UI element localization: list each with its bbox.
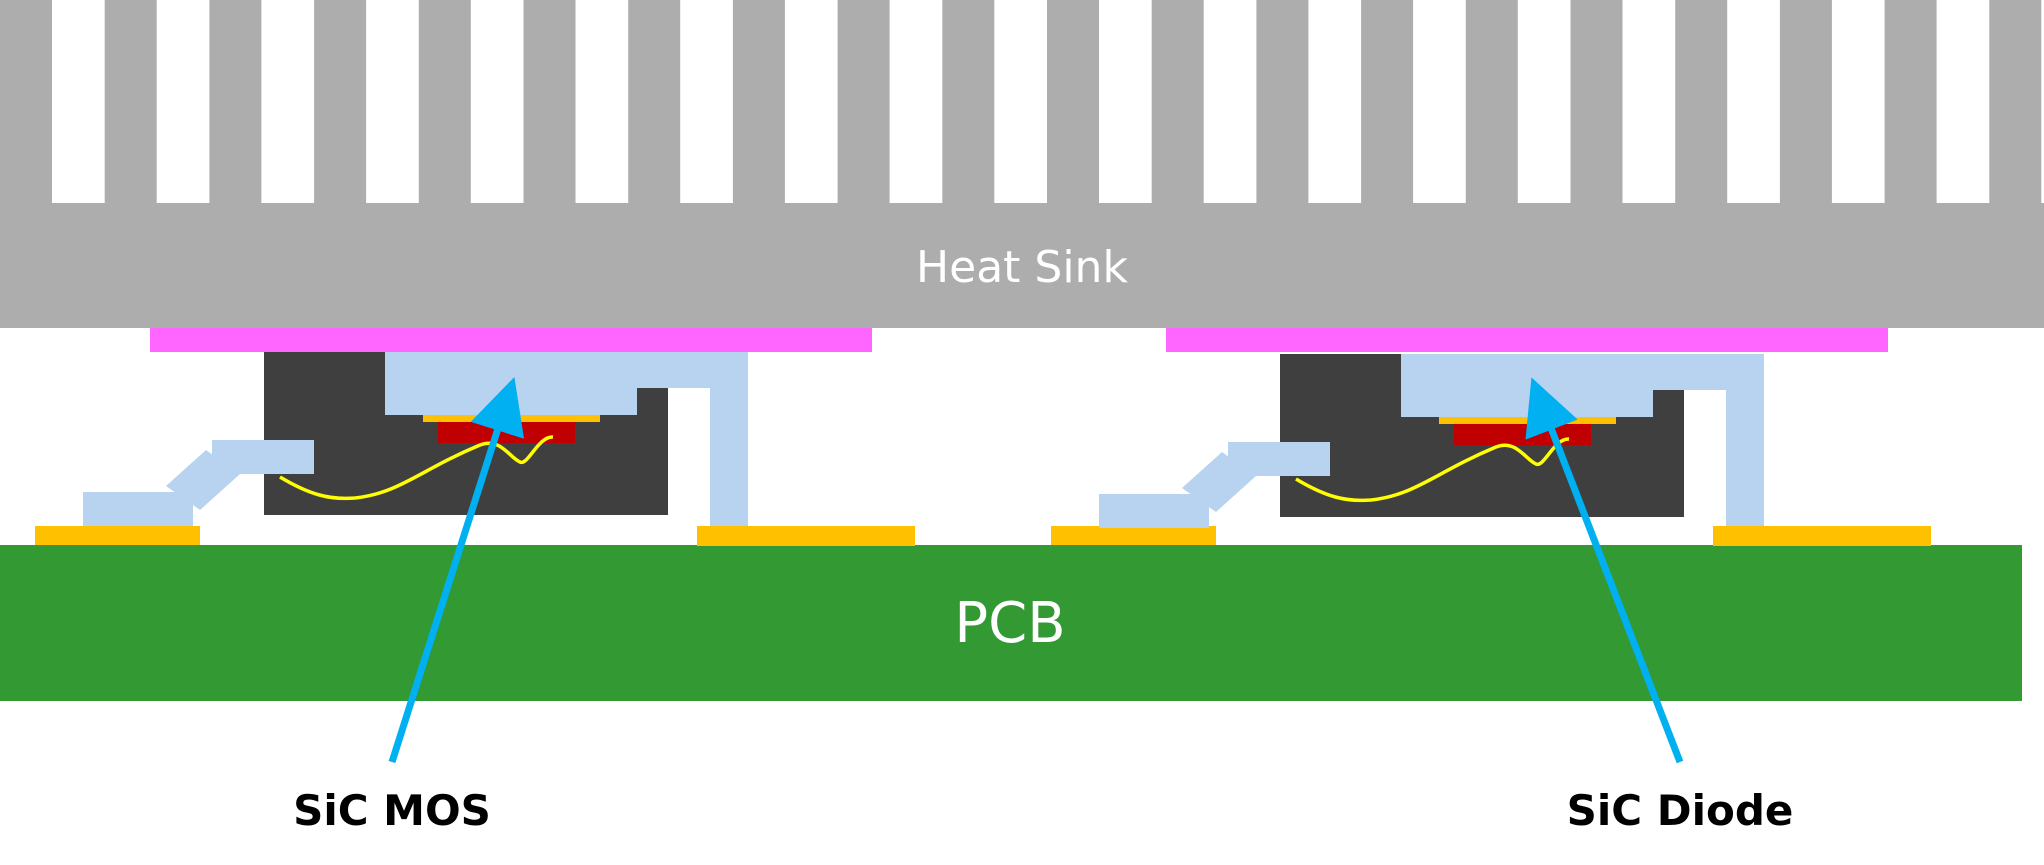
heat-sink-fin: [104, 0, 157, 205]
pcb-board: [0, 545, 2022, 701]
heat-sink-fin: [1361, 0, 1414, 205]
heat-sink-fin: [1465, 0, 1518, 205]
solder-layer: [423, 415, 600, 422]
gull-wing-lead: [83, 440, 314, 526]
solder-pad: [1051, 526, 1216, 545]
thermal-pad: [1166, 328, 1888, 352]
heat-sink-fin: [209, 0, 262, 205]
solder-layer: [1439, 417, 1616, 424]
heat-sink-fin: [314, 0, 367, 205]
gull-wing-lead: [1099, 442, 1330, 528]
solder-pad: [1713, 526, 1931, 546]
heat-sink-fin: [1884, 0, 1937, 205]
heat-sink-fin: [1989, 0, 2042, 205]
heat-sink: Heat Sink: [0, 0, 2044, 328]
heat-sink-fin: [1256, 0, 1309, 205]
heat-sink-fin: [1047, 0, 1099, 205]
sic-mos-arrow: [388, 376, 525, 764]
heat-sink-fin: [1779, 0, 1832, 205]
sic-mos-device: [35, 328, 915, 546]
heat-sink-fin: [942, 0, 995, 205]
heat-sink-fin: [1675, 0, 1728, 205]
solder-pad: [697, 526, 915, 546]
heat-sink-fin: [837, 0, 890, 205]
pcb: PCB: [0, 545, 2022, 701]
heat-sink-base: [0, 203, 2044, 328]
bond-wire: [1295, 437, 1570, 503]
heat-sink-fin: [628, 0, 681, 205]
bond-wire: [279, 435, 554, 501]
solder-pad: [35, 526, 200, 545]
sic-mos-label: SiC MOS: [293, 786, 491, 835]
heat-sink-fin: [418, 0, 471, 205]
thermal-pad: [150, 328, 872, 352]
heat-sink-fin: [0, 0, 52, 205]
heat-sink-fin: [1151, 0, 1204, 205]
die: [438, 422, 575, 443]
drain-tab-lead: [1401, 354, 1764, 526]
heat-sink-label: Heat Sink: [916, 242, 1128, 293]
heat-sink-fins: [0, 0, 2042, 205]
sic-diode-label: SiC Diode: [1567, 786, 1794, 835]
sic-diode-device: [1051, 328, 1931, 546]
sic-diode-arrow: [1525, 377, 1684, 764]
heat-sink-fin: [1570, 0, 1623, 205]
heat-sink-fin: [523, 0, 576, 205]
die: [1454, 424, 1591, 445]
pcb-label: PCB: [954, 591, 1065, 656]
heat-sink-fin: [732, 0, 785, 205]
